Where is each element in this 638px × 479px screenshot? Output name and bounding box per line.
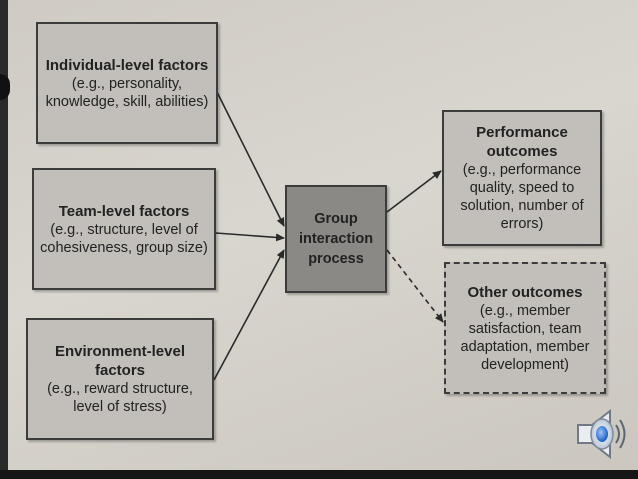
other-outcomes-box: Other outcomes (e.g., member satisfactio… (444, 262, 606, 394)
arrow-environment-to-process (213, 249, 285, 381)
team-factors-desc: (e.g., structure, level of cohesiveness,… (40, 221, 208, 256)
arrow-process-to-performance (386, 170, 442, 213)
arrow-process-to-other (386, 249, 444, 323)
group-interaction-process-title: Group interaction process (298, 211, 374, 267)
arrow-individual-to-process (216, 91, 285, 227)
other-outcomes-title: Other outcomes (467, 283, 583, 301)
performance-outcomes-desc: (e.g., performance quality, speed to sol… (460, 162, 584, 232)
individual-factors-desc: (e.g., personality, knowledge, skill, ab… (45, 75, 209, 110)
team-factors-title: Team-level factors (58, 202, 190, 220)
individual-factors-box: Individual-level factors (e.g., personal… (36, 22, 218, 144)
frame-knob (0, 74, 10, 100)
arrow-team-to-process (215, 232, 285, 242)
speaker-icon[interactable] (572, 405, 630, 463)
environment-factors-title: Environment-level factors (54, 343, 186, 379)
team-factors-box: Team-level factors (e.g., structure, lev… (32, 168, 216, 290)
performance-outcomes-box: Performance outcomes (e.g., performance … (442, 110, 602, 246)
environment-factors-desc: (e.g., reward structure, level of stress… (47, 381, 193, 415)
environment-factors-box: Environment-level factors (e.g., reward … (26, 318, 214, 440)
performance-outcomes-title: Performance outcomes (476, 124, 568, 160)
individual-factors-title: Individual-level factors (45, 56, 209, 74)
other-outcomes-desc: (e.g., member satisfaction, team adaptat… (460, 302, 590, 373)
bottom-frame-bar (0, 470, 638, 479)
group-interaction-process-box: Group interaction process (285, 185, 387, 293)
frame-edge (0, 0, 8, 470)
